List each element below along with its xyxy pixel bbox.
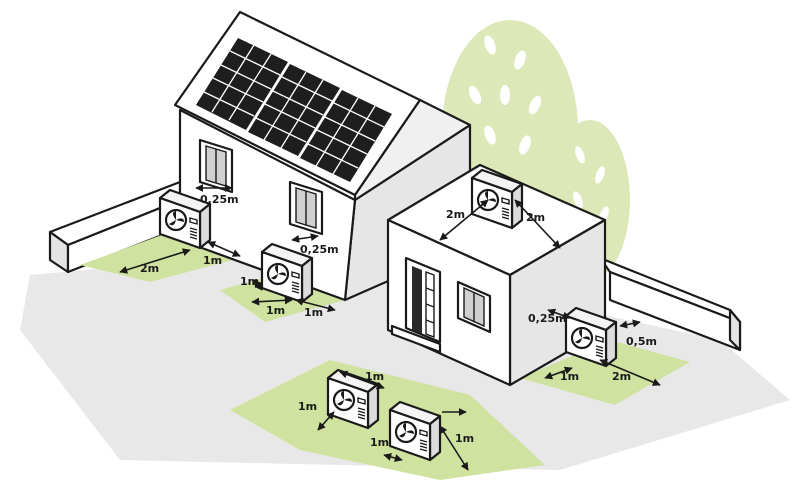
label-house-b-front2: 1m [304,306,323,319]
label-ground-b-side: 1m [455,432,474,445]
label-house-a-width: 2m [140,262,159,275]
main-house [173,10,472,302]
label-house-b-front1: 1m [266,304,285,317]
label-ground-b-front: 1m [370,436,389,449]
house-window-left [198,138,234,194]
annex-window [456,280,492,334]
house-window-right [288,180,324,236]
dimension-arrows [119,184,661,471]
dimension-labels: 0,25m 2m 1m 0,25m 1m 1m 1m 2m 2m 0,25m 0… [140,193,657,449]
label-annex-front: 1m [560,370,579,383]
ground-plane [20,250,790,470]
label-annex-top: 0,25m [528,312,567,325]
label-house-a-side: 1m [203,254,222,267]
solar-panels [196,38,392,182]
label-house-a-top: 0,25m [200,193,239,206]
garden-wall-left [48,180,182,274]
label-ground-a-top: 1m [365,370,384,383]
label-annex-width: 2m [612,370,631,383]
label-ground-a-left: 1m [298,400,317,413]
annex-door [390,256,442,354]
label-annex-side: 0,5m [626,335,657,348]
label-roof-right: 2m [526,211,545,224]
garden-wall-right [598,256,742,352]
label-house-b-left: 1m [240,275,259,288]
label-house-b-top: 0,25m [300,243,339,256]
label-roof-left: 2m [446,208,465,221]
